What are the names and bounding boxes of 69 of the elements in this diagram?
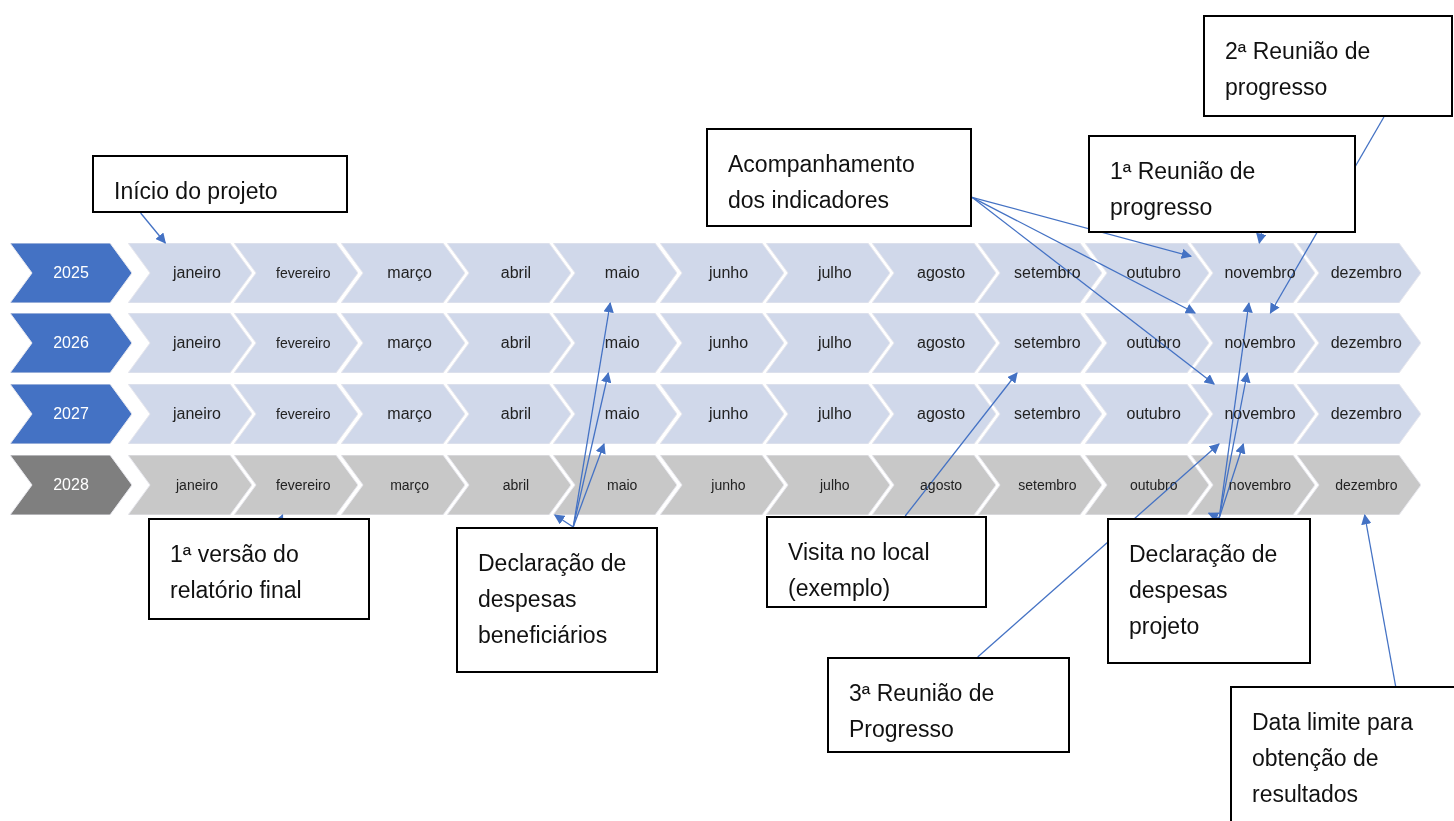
leader-arrow [977,443,1220,658]
callout-box: Visita no local (exemplo) [766,516,987,608]
month-segment: outubro [1084,384,1209,444]
month-segment: julho [765,455,890,515]
year-segment: 2026 [10,313,132,373]
month-segment: junho [659,384,784,444]
month-segment: janeiro [128,455,252,515]
leader-arrow [971,196,1215,385]
leader-arrow [1361,514,1397,687]
callout-box: 1ª Reunião de progresso [1088,135,1356,233]
month-segment: abril [446,455,571,515]
month-segment: janeiro [128,384,252,444]
month-segment: maio [553,384,678,444]
month-segment: julho [765,313,890,373]
month-segment: maio [553,313,678,373]
month-segment: março [340,384,465,444]
leader-arrow [1218,443,1246,519]
month-segment: maio [553,455,678,515]
callout-box: 3ª Reunião de Progresso [827,657,1070,753]
month-segment: agosto [872,243,997,303]
month-segment: agosto [872,384,997,444]
month-segment: dezembro [1297,384,1422,444]
callout-box: Data limite para obtenção de resultados [1230,686,1454,821]
year-segment: 2025 [10,243,132,303]
month-segment: março [340,243,465,303]
callout-box: Acompanhamento dos indicadores [706,128,972,227]
month-segment: novembro [1191,313,1315,373]
leader-arrow [971,196,1196,314]
month-segment: setembro [978,384,1103,444]
month-segment: fevereiro [234,455,359,515]
month-segment: abril [446,384,571,444]
month-segment: janeiro [128,313,252,373]
month-segment: fevereiro [234,243,359,303]
callout-box: 2ª Reunião de progresso [1203,15,1453,117]
callout-box: 1ª versão do relatório final [148,518,370,620]
month-segment: novembro [1191,243,1315,303]
month-segment: julho [765,243,890,303]
callout-box: Declaração de despesas beneficiários [456,527,658,673]
month-segment: agosto [872,313,997,373]
callout-box: Início do projeto [92,155,348,213]
leader-arrow [1256,232,1267,244]
month-segment: março [340,455,465,515]
leader-arrow [553,514,574,528]
month-segment: dezembro [1297,313,1422,373]
month-segment: julho [765,384,890,444]
leader-arrow [971,196,1192,259]
month-segment: maio [553,243,678,303]
callout-box: Declaração de despesas projeto [1107,518,1311,664]
month-segment: novembro [1191,455,1315,515]
leader-arrow [572,443,606,528]
leader-arrow [139,212,166,244]
month-segment: junho [659,455,784,515]
month-segment: outubro [1084,243,1209,303]
month-segment: março [340,313,465,373]
month-segment: setembro [978,313,1103,373]
month-segment: junho [659,243,784,303]
month-segment: novembro [1191,384,1315,444]
month-segment: fevereiro [234,313,359,373]
month-segment: janeiro [128,243,252,303]
month-segment: dezembro [1297,455,1422,515]
month-segment: abril [446,243,571,303]
year-segment: 2028 [10,455,132,515]
month-segment: abril [446,313,571,373]
month-segment: setembro [978,455,1103,515]
month-segment: junho [659,313,784,373]
month-segment: dezembro [1297,243,1422,303]
year-segment: 2027 [10,384,132,444]
month-segment: fevereiro [234,384,359,444]
leader-arrow [904,372,1018,517]
